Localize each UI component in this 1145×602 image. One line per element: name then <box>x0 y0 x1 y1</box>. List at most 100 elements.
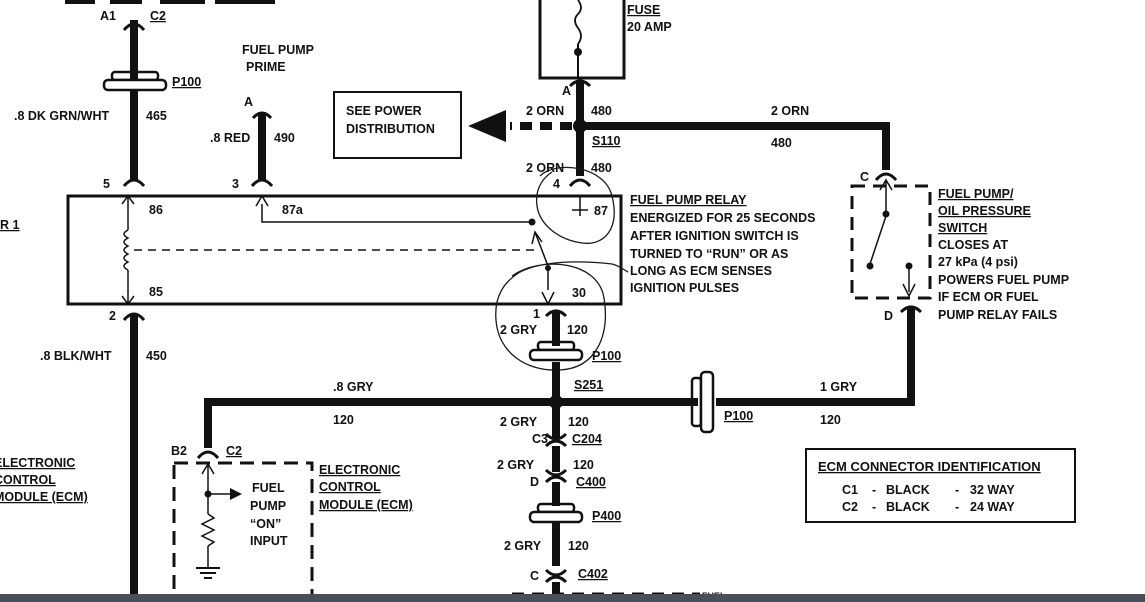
oil-switch-desc-4: PUMP RELAY FAILS <box>938 308 1057 322</box>
p100-center-label: P100 <box>592 349 621 363</box>
wire-120-p400-circuit: 120 <box>568 539 589 553</box>
ecm-title-1: CONTROL <box>319 480 381 494</box>
wire-465-circuit-label: 465 <box>146 109 167 123</box>
ecm-input-2: “ON” <box>250 517 281 531</box>
oil-switch-title-0: FUEL PUMP/ <box>938 187 1014 201</box>
pin-a1-label: A1 <box>100 9 116 23</box>
ecm-id-row1-dash1: - <box>872 500 876 514</box>
wire-465 <box>122 20 146 188</box>
relay-desc-2: AFTER IGNITION SWITCH IS <box>630 229 799 243</box>
wire-120-switch-gauge: 1 GRY <box>820 380 858 394</box>
wire-450-gauge: .8 BLK/WHT <box>40 349 112 363</box>
fuel-pump-prime-line1: FUEL PUMP <box>242 43 314 57</box>
oil-switch-desc-1: 27 kPa (4 psi) <box>938 255 1018 269</box>
wire-450 <box>122 312 146 602</box>
ecm-pin-b2: B2 <box>171 444 187 458</box>
p400-connector <box>528 502 584 566</box>
hand-drawn-circle-upper <box>535 166 615 244</box>
ecm-box <box>172 461 314 599</box>
ecm-id-title: ECM CONNECTOR IDENTIFICATION <box>818 459 1041 474</box>
relay-pin-2: 2 <box>109 309 116 323</box>
wire-490-gauge-label: .8 RED <box>210 131 250 145</box>
fuse-box <box>538 0 626 80</box>
relay-pin-5: 5 <box>103 177 110 191</box>
wire-120-c204-gauge: 2 GRY <box>500 415 538 429</box>
see-power-line2: DISTRIBUTION <box>346 122 435 136</box>
connector-c2-top-label: C2 <box>150 9 166 23</box>
c204-connector <box>544 432 568 472</box>
ecm-left-line3: MODULE (ECM) <box>0 490 88 504</box>
p100-right-label: P100 <box>724 409 753 423</box>
bottom-bar <box>0 594 1145 602</box>
relay-desc-4: LONG AS ECM SENSES <box>630 264 772 278</box>
top-cutoff-marks <box>65 0 275 4</box>
see-power-arrow <box>468 110 572 142</box>
relay-desc-1: ENERGIZED FOR 25 SECONDS <box>630 211 815 225</box>
see-power-line1: SEE POWER <box>346 104 422 118</box>
fuse-label: FUSE <box>627 3 660 17</box>
oil-switch-desc-0: CLOSES AT <box>938 238 1009 252</box>
ecm-id-row1-dash2: - <box>955 500 959 514</box>
ecm-id-row0-dash2: - <box>955 483 959 497</box>
relay-desc-3: TURNED TO “RUN” OR AS <box>630 247 788 261</box>
terminal-30: 30 <box>572 286 586 300</box>
oil-switch-title-2: SWITCH <box>938 221 987 235</box>
relay-pin-1: 1 <box>533 307 540 321</box>
wire-450-circuit: 450 <box>146 349 167 363</box>
s251-label: S251 <box>574 378 603 392</box>
oil-switch-title-1: OIL PRESSURE <box>938 204 1031 218</box>
ecm-input-0: FUEL <box>252 481 285 495</box>
wire-480-switch <box>580 122 898 182</box>
p100-connector-left <box>102 70 168 92</box>
terminal-85: 85 <box>149 285 163 299</box>
ecm-title-0: ELECTRONIC <box>319 463 400 477</box>
ecm-id-row1-color: BLACK <box>886 500 930 514</box>
wire-490 <box>250 111 274 188</box>
c400-label: C400 <box>576 475 606 489</box>
c204-label: C204 <box>572 432 602 446</box>
wire-490-circuit-label: 490 <box>274 131 295 145</box>
ecm-id-row0-conn: C1 <box>842 483 858 497</box>
p100-left-label: P100 <box>172 75 201 89</box>
wire-120-ecm <box>196 398 556 460</box>
ecm-id-row0-dash1: - <box>872 483 876 497</box>
fuse-rating: 20 AMP <box>627 20 672 34</box>
wire-480-switch-gauge: 2 ORN <box>771 104 809 118</box>
wire-480-relay-circuit: 480 <box>591 161 612 175</box>
terminal-87a: 87a <box>282 203 304 217</box>
c400-connector <box>544 468 568 506</box>
terminal-87: 87 <box>594 204 608 218</box>
pin-c3-label: C3 <box>532 432 548 446</box>
ecm-connector-c2: C2 <box>226 444 242 458</box>
c402-label: C402 <box>578 567 608 581</box>
wire-120-ecm-circuit: 120 <box>333 413 354 427</box>
wire-120-c204-circuit: 120 <box>568 415 589 429</box>
oil-switch-desc-2: POWERS FUEL PUMP <box>938 273 1069 287</box>
wire-120-relay-out <box>544 309 568 438</box>
pin-c-c402-label: C <box>530 569 539 583</box>
ecm-left-line1: ELECTRONIC <box>0 456 75 470</box>
wire-120-c400-gauge: 2 GRY <box>497 458 535 472</box>
relay-pin-3: 3 <box>232 177 239 191</box>
p400-label: P400 <box>592 509 621 523</box>
wire-120-relay-circuit: 120 <box>567 323 588 337</box>
ecm-id-row0-ways: 32 WAY <box>970 483 1015 497</box>
wire-480-fuse-gauge: 2 ORN <box>526 104 564 118</box>
wire-120-c400-circuit: 120 <box>573 458 594 472</box>
wire-120-ecm-gauge: .8 GRY <box>333 380 374 394</box>
relay-left-label: R 1 <box>0 218 20 232</box>
wire-120-switch-circuit: 120 <box>820 413 841 427</box>
fuse-pin-a: A <box>562 84 571 98</box>
wire-120-relay-gauge: 2 GRY <box>500 323 538 337</box>
wire-120-p400-gauge: 2 GRY <box>504 539 542 553</box>
p100-connector-right <box>690 370 715 434</box>
ecm-left-line2: CONTROL <box>0 473 56 487</box>
relay-desc-5: IGNITION PULSES <box>630 281 739 295</box>
relay-pin-4: 4 <box>553 177 560 191</box>
hand-drawn-circle-lower <box>495 261 629 371</box>
wire-480-switch-circuit: 480 <box>771 136 792 150</box>
ecm-id-row1-ways: 24 WAY <box>970 500 1015 514</box>
ecm-id-row0-color: BLACK <box>886 483 930 497</box>
wire-120-switch <box>556 305 923 406</box>
